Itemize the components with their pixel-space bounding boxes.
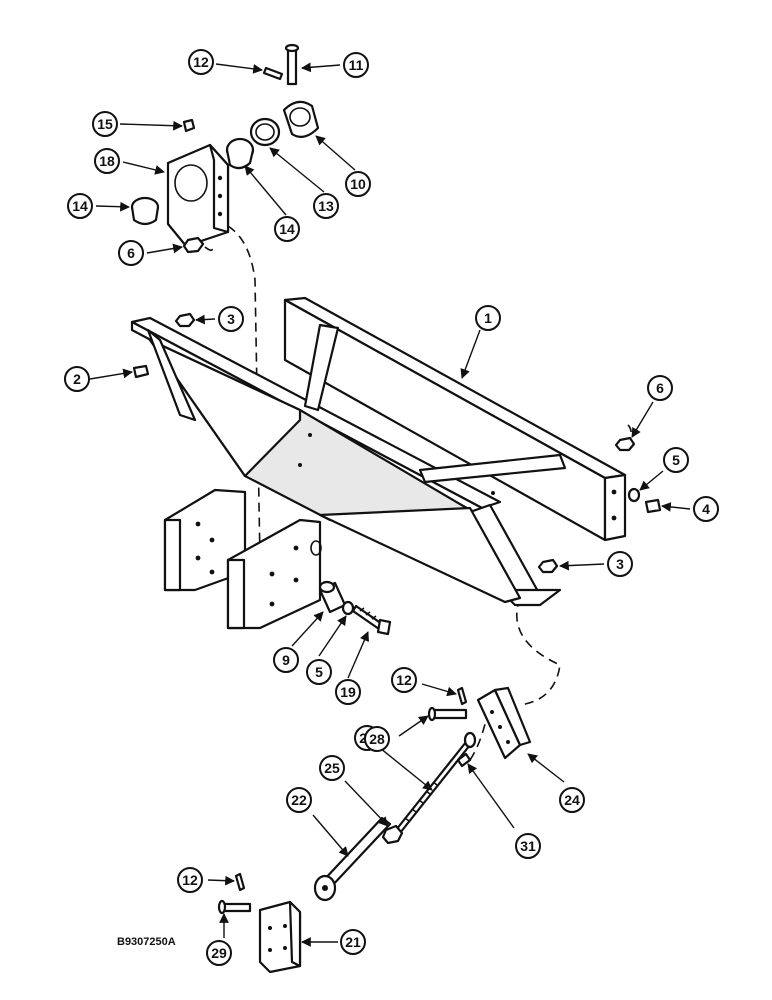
callout-5-right: 5 bbox=[663, 447, 689, 473]
callout-18: 18 bbox=[94, 148, 120, 174]
svg-text:14: 14 bbox=[72, 198, 88, 214]
alignment-line-bolt-to-plate bbox=[469, 719, 487, 761]
callout-28: 28 bbox=[364, 726, 390, 752]
rod-part-22 bbox=[313, 816, 392, 902]
callout-12-top: 12 bbox=[188, 49, 214, 75]
svg-text:3: 3 bbox=[616, 556, 624, 572]
callout-25: 25 bbox=[319, 755, 345, 781]
cotter-pin-part-12-bottom bbox=[234, 872, 246, 892]
callout-12-bottom: 12 bbox=[177, 867, 203, 893]
screw-part-15 bbox=[182, 118, 196, 133]
svg-text:22: 22 bbox=[291, 792, 307, 808]
svg-text:12: 12 bbox=[182, 872, 198, 888]
drawing-code: B9307250A bbox=[117, 936, 176, 948]
svg-text:6: 6 bbox=[127, 245, 135, 261]
svg-text:5: 5 bbox=[672, 452, 680, 468]
bearing-ring-part-13 bbox=[249, 117, 281, 147]
svg-text:29: 29 bbox=[211, 945, 227, 961]
svg-text:2: 2 bbox=[73, 371, 81, 387]
callout-1: 1 bbox=[475, 305, 501, 331]
callout-11: 11 bbox=[343, 52, 369, 78]
callout-6-top: 6 bbox=[118, 240, 144, 266]
nut-part-6-top bbox=[182, 236, 205, 254]
pin-part-29 bbox=[217, 899, 252, 915]
alignment-line-frame-to-plate bbox=[516, 597, 561, 706]
svg-text:14: 14 bbox=[279, 221, 295, 237]
svg-text:19: 19 bbox=[340, 684, 356, 700]
alignment-line-nut bbox=[204, 245, 214, 252]
callout-14-left: 14 bbox=[67, 193, 93, 219]
callout-21: 21 bbox=[340, 929, 366, 955]
callout-22: 22 bbox=[286, 787, 312, 813]
svg-text:18: 18 bbox=[99, 153, 115, 169]
svg-text:10: 10 bbox=[350, 176, 366, 192]
svg-text:1: 1 bbox=[484, 310, 492, 326]
pin-part-11 bbox=[284, 43, 300, 86]
svg-text:13: 13 bbox=[318, 198, 334, 214]
leader-lines bbox=[89, 62, 691, 947]
svg-text:12: 12 bbox=[396, 672, 412, 688]
spacer-part-9 bbox=[318, 580, 347, 614]
callout-13: 13 bbox=[313, 193, 339, 219]
nut-part-6-right bbox=[614, 436, 636, 452]
callout-15: 15 bbox=[92, 111, 118, 137]
svg-text:3: 3 bbox=[227, 311, 235, 327]
pin-part-28 bbox=[427, 706, 468, 722]
callout-24: 24 bbox=[559, 787, 585, 813]
bolt-part-31 bbox=[456, 752, 472, 768]
bolt-part-19 bbox=[351, 604, 392, 636]
callout-10: 10 bbox=[345, 171, 371, 197]
bearing-ring-part-14-right bbox=[225, 137, 255, 170]
callout-5-lower: 5 bbox=[306, 659, 332, 685]
callout-14-right: 14 bbox=[274, 216, 300, 242]
nut-part-3-right bbox=[537, 558, 559, 574]
alignment-line-bracket-to-frame bbox=[227, 225, 261, 561]
callout-29: 29 bbox=[206, 940, 232, 966]
bearing-housing-part-10 bbox=[282, 100, 320, 139]
mounting-plate-part-24 bbox=[476, 686, 532, 760]
callout-6-right: 6 bbox=[647, 375, 673, 401]
callout-2: 2 bbox=[64, 366, 90, 392]
svg-text:25: 25 bbox=[324, 760, 340, 776]
mounting-plate-part-21 bbox=[258, 900, 302, 974]
callout-9: 9 bbox=[273, 647, 299, 673]
svg-text:31: 31 bbox=[520, 838, 536, 854]
main-frame-part-1 bbox=[130, 296, 627, 630]
callout-3-top: 3 bbox=[218, 306, 244, 332]
svg-text:11: 11 bbox=[349, 57, 364, 73]
callout-19: 19 bbox=[335, 679, 361, 705]
svg-text:4: 4 bbox=[702, 501, 710, 517]
svg-text:12: 12 bbox=[193, 54, 209, 70]
bearing-bracket-part-18 bbox=[166, 143, 230, 248]
nut-part-25 bbox=[381, 824, 404, 845]
callout-31: 31 bbox=[515, 833, 541, 859]
washer-part-5-lower bbox=[341, 600, 355, 616]
svg-text:15: 15 bbox=[97, 116, 113, 132]
bearing-ring-part-14-left bbox=[130, 196, 160, 226]
svg-text:6: 6 bbox=[656, 380, 664, 396]
cotter-pin-part-12-top bbox=[262, 66, 284, 81]
nut-part-3-top bbox=[174, 312, 196, 328]
svg-text:24: 24 bbox=[564, 792, 580, 808]
bolt-part-4 bbox=[644, 498, 662, 514]
callout-12-middle: 12 bbox=[391, 667, 417, 693]
svg-text:21: 21 bbox=[345, 934, 361, 950]
cotter-pin-part-12-middle bbox=[456, 686, 468, 706]
threaded-rod-part-23 bbox=[394, 731, 477, 835]
svg-text:5: 5 bbox=[315, 664, 323, 680]
washer-part-5-right bbox=[627, 487, 641, 503]
callout-4: 4 bbox=[693, 496, 719, 522]
svg-text:28: 28 bbox=[369, 731, 385, 747]
bolt-part-2 bbox=[132, 364, 150, 379]
callout-3-right: 3 bbox=[607, 551, 633, 577]
svg-text:9: 9 bbox=[282, 652, 290, 668]
